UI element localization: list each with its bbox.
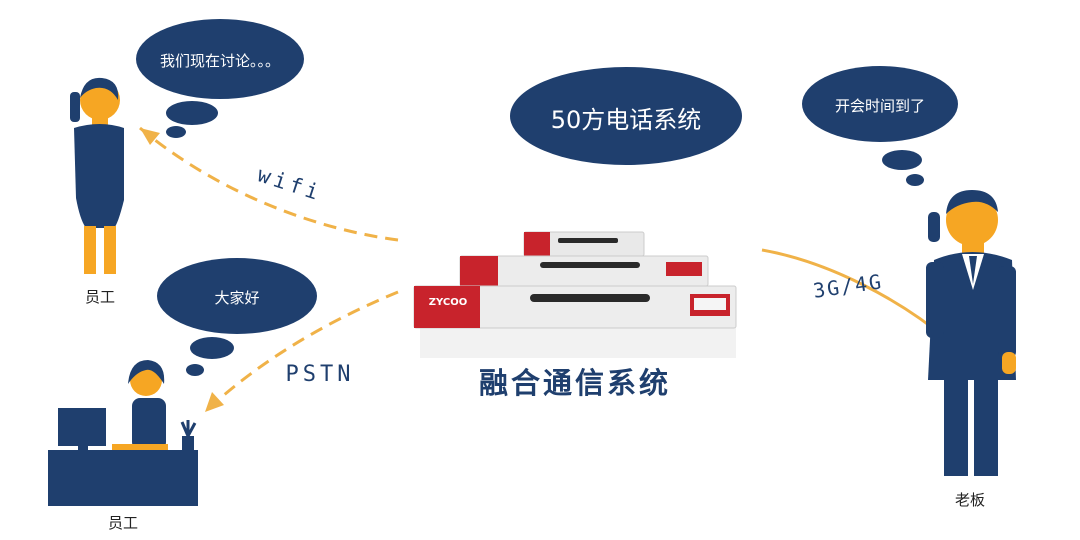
system-bubble	[510, 67, 742, 165]
bubble-top-left-text: 我们现在讨论。。。	[159, 52, 280, 70]
thought-bubble-middle-left	[157, 258, 317, 376]
thought-bubble-top-left	[136, 19, 304, 138]
pstn-label: PSTN	[285, 362, 355, 387]
plant-icon	[180, 420, 197, 450]
device-caption: 融合通信系统	[478, 366, 671, 400]
brand-logo-large: ZYCOO	[428, 297, 468, 308]
system-bubble-text: 50方电话系统	[550, 106, 702, 134]
person-employee-top-left	[70, 77, 124, 274]
bubble-right-text: 开会时间到了	[834, 97, 925, 115]
pstn-dashed-line	[203, 290, 399, 414]
person-right-label: 老板	[954, 491, 985, 509]
thought-bubble-right	[802, 66, 958, 186]
person-top-left-label: 员工	[84, 288, 115, 306]
bubble-middle-left-text: 大家好	[214, 289, 260, 307]
person-bottom-left-label: 员工	[107, 514, 138, 532]
person-boss	[926, 190, 1016, 476]
device-stack	[413, 231, 737, 358]
person-employee-desk	[48, 360, 198, 506]
wifi-dashed-line	[139, 126, 399, 242]
wifi-arrowhead	[140, 128, 160, 145]
pstn-arrowhead	[205, 392, 224, 412]
